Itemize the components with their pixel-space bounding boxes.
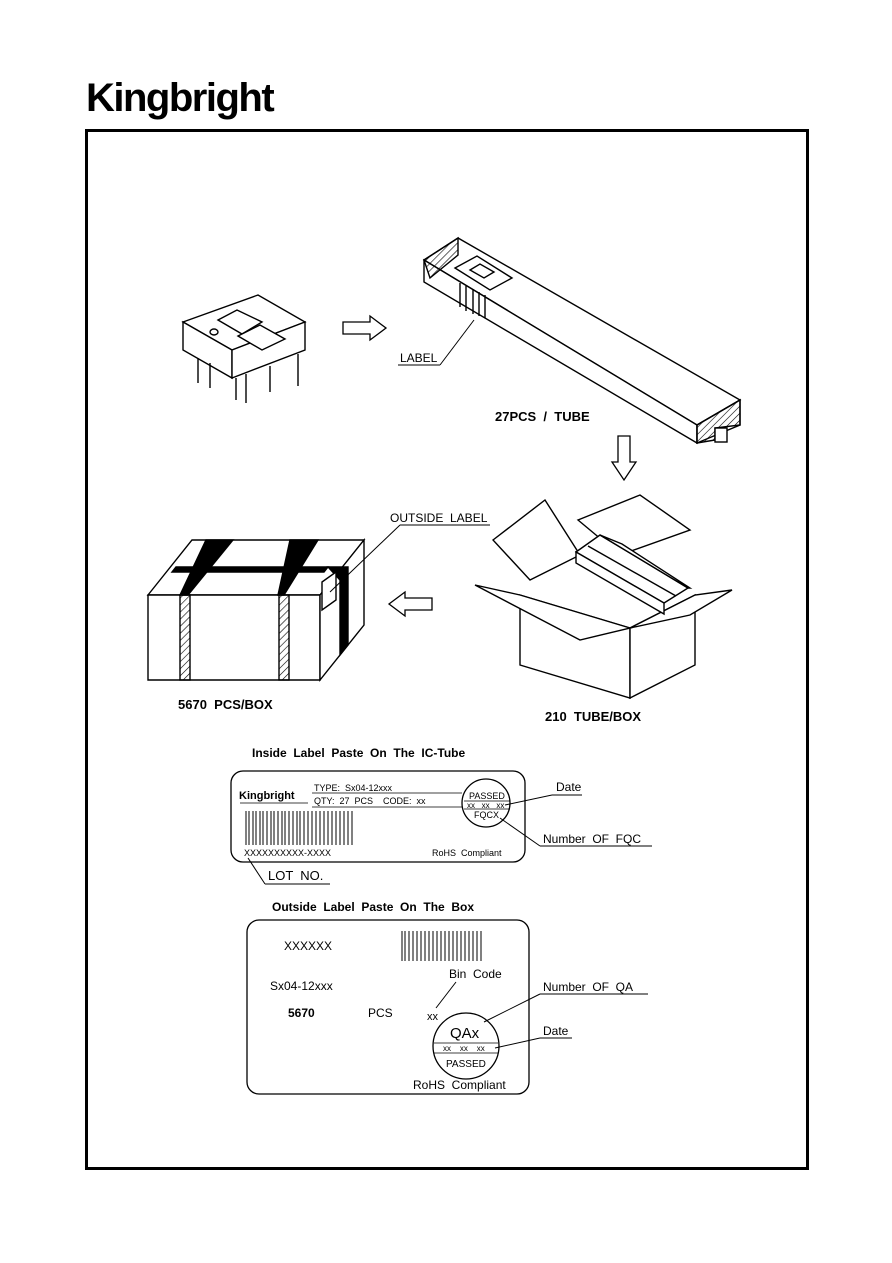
inside-label-lot-code: XXXXXXXXXX-XXXX — [244, 848, 331, 858]
qa-stamp-date: xx xx xx — [443, 1044, 485, 1053]
bin-code-callout: Bin Code — [449, 967, 502, 981]
outside-label-callout: OUTSIDE LABEL — [390, 511, 488, 525]
outside-date-callout: Date — [543, 1024, 569, 1038]
qa-number-callout: Number OF QA — [543, 980, 633, 994]
inside-label-type: TYPE: Sx04-12xxx — [314, 783, 393, 793]
outside-label-bin: xx — [427, 1011, 439, 1023]
outside-label-code: XXXXXX — [284, 939, 332, 953]
fqc-stamp-date: xx xx xx — [467, 801, 504, 810]
tube-per-box-label: 210 TUBE/BOX — [545, 709, 641, 724]
fqc-stamp-bottom: FQCX — [474, 810, 499, 820]
inside-label-heading: Inside Label Paste On The IC-Tube — [252, 746, 465, 760]
inside-label-brand: Kingbright — [239, 790, 295, 802]
arrow-down-icon — [610, 435, 638, 482]
outside-label-barcode — [401, 931, 482, 961]
arrow-right-icon — [342, 314, 388, 342]
outside-label-qty: 5670 — [288, 1006, 315, 1020]
outside-label-rohs: RoHS Compliant — [413, 1078, 506, 1092]
qa-stamp-top: QAx — [450, 1025, 480, 1042]
tube-quantity-label: 27PCS / TUBE — [495, 409, 590, 424]
qa-stamp-bottom: PASSED — [446, 1059, 486, 1070]
fqc-number-callout: Number OF FQC — [543, 832, 641, 846]
outside-label-part: Sx04-12xxx — [270, 979, 333, 993]
brand-logo: Kingbright — [86, 76, 275, 120]
box-quantity-label: 5670 PCS/BOX — [178, 697, 273, 712]
tube-illustration — [422, 236, 742, 445]
arrow-left-icon — [387, 590, 433, 618]
outside-label-pcs: PCS — [368, 1006, 393, 1020]
led-display-illustration — [181, 294, 307, 403]
tube-label-callout: LABEL — [400, 351, 438, 365]
lot-number-callout: LOT NO. — [268, 868, 323, 883]
inside-date-callout: Date — [556, 780, 582, 794]
inside-label-barcode — [245, 811, 353, 845]
fqc-stamp-top: PASSED — [469, 791, 505, 801]
outside-label-heading: Outside Label Paste On The Box — [272, 900, 474, 914]
diagram-frame — [85, 129, 809, 1170]
closed-box-illustration — [146, 538, 366, 682]
inside-label-qty: QTY: 27 PCS CODE: xx — [314, 796, 426, 806]
fqc-stamp — [461, 778, 511, 828]
qa-stamp — [432, 1012, 500, 1080]
open-carton-illustration — [474, 494, 733, 700]
inside-label-rohs: RoHS Compliant — [432, 848, 502, 858]
